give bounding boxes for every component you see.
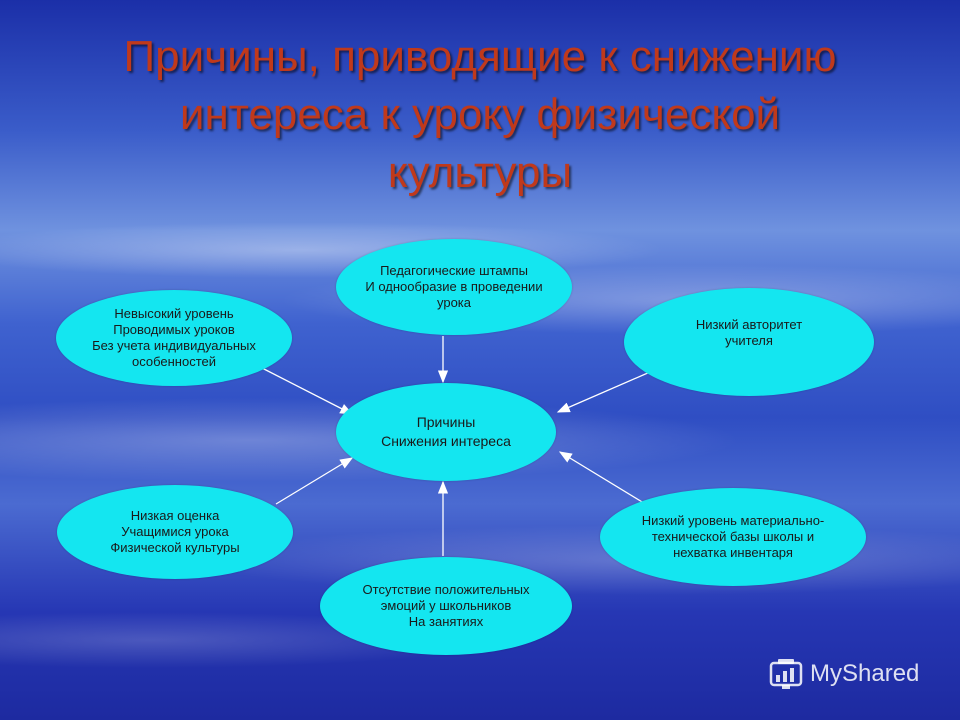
node-no-positive-emotions: Отсутствие положительных эмоций у школьн…: [320, 557, 572, 655]
node-low-teacher-authority: Низкий авторитет учителя: [624, 288, 874, 396]
watermark-text: MyShared: [810, 660, 920, 687]
center-text: Снижения интереса: [381, 433, 511, 449]
title-line-1: Причины, приводящие к снижению: [123, 32, 837, 81]
center-text: Причины: [416, 414, 476, 430]
node-low-material-base: Низкий уровень материально- технической …: [600, 488, 866, 586]
arrow-bottom-left: [275, 457, 354, 505]
node-text: Невысокий уровень: [114, 306, 234, 321]
node-text: Без учета индивидуальных: [92, 338, 256, 353]
node-text: нехватка инвентаря: [673, 545, 793, 560]
node-center-causes: Причины Снижения интереса: [336, 383, 556, 481]
node-low-student-rating: Низкая оценка Учащимися урока Физической…: [57, 485, 293, 579]
title-line-2: интереса к уроку физической: [179, 90, 781, 139]
node-text: Педагогические штампы: [380, 263, 528, 278]
node-text: Низкий уровень материально-: [641, 513, 825, 528]
node-pedagogical-stamps: Педагогические штампы И однообразие в пр…: [336, 239, 572, 335]
watermark: MyShared: [768, 656, 919, 692]
node-text: Низкий авторитет: [695, 317, 803, 332]
node-text: технической базы школы и: [651, 529, 815, 544]
node-text: Низкая оценка: [130, 508, 220, 523]
arrow-top-right: [556, 371, 651, 413]
node-text: И однообразие в проведении: [365, 279, 543, 294]
node-text: учителя: [725, 333, 773, 348]
node-text: Проводимых уроков: [113, 322, 235, 337]
node-text: Учащимися урока: [121, 524, 229, 539]
node-text: особенностей: [131, 354, 217, 369]
arrow-top-left: [261, 367, 354, 415]
node-low-level-lessons: Невысокий уровень Проводимых уроков Без …: [56, 290, 292, 386]
slide-title: Причины, приводящие к снижению интереса …: [20, 28, 940, 202]
arrow-bottom-right: [558, 451, 653, 509]
node-text: На занятиях: [408, 614, 484, 629]
title-line-3: культуры: [387, 148, 573, 197]
node-text: Физической культуры: [110, 540, 240, 555]
node-text: Отсутствие положительных: [362, 582, 530, 597]
node-text: урока: [436, 295, 472, 310]
myshared-logo-icon: [769, 659, 803, 689]
node-text: эмоций у школьников: [380, 598, 512, 613]
